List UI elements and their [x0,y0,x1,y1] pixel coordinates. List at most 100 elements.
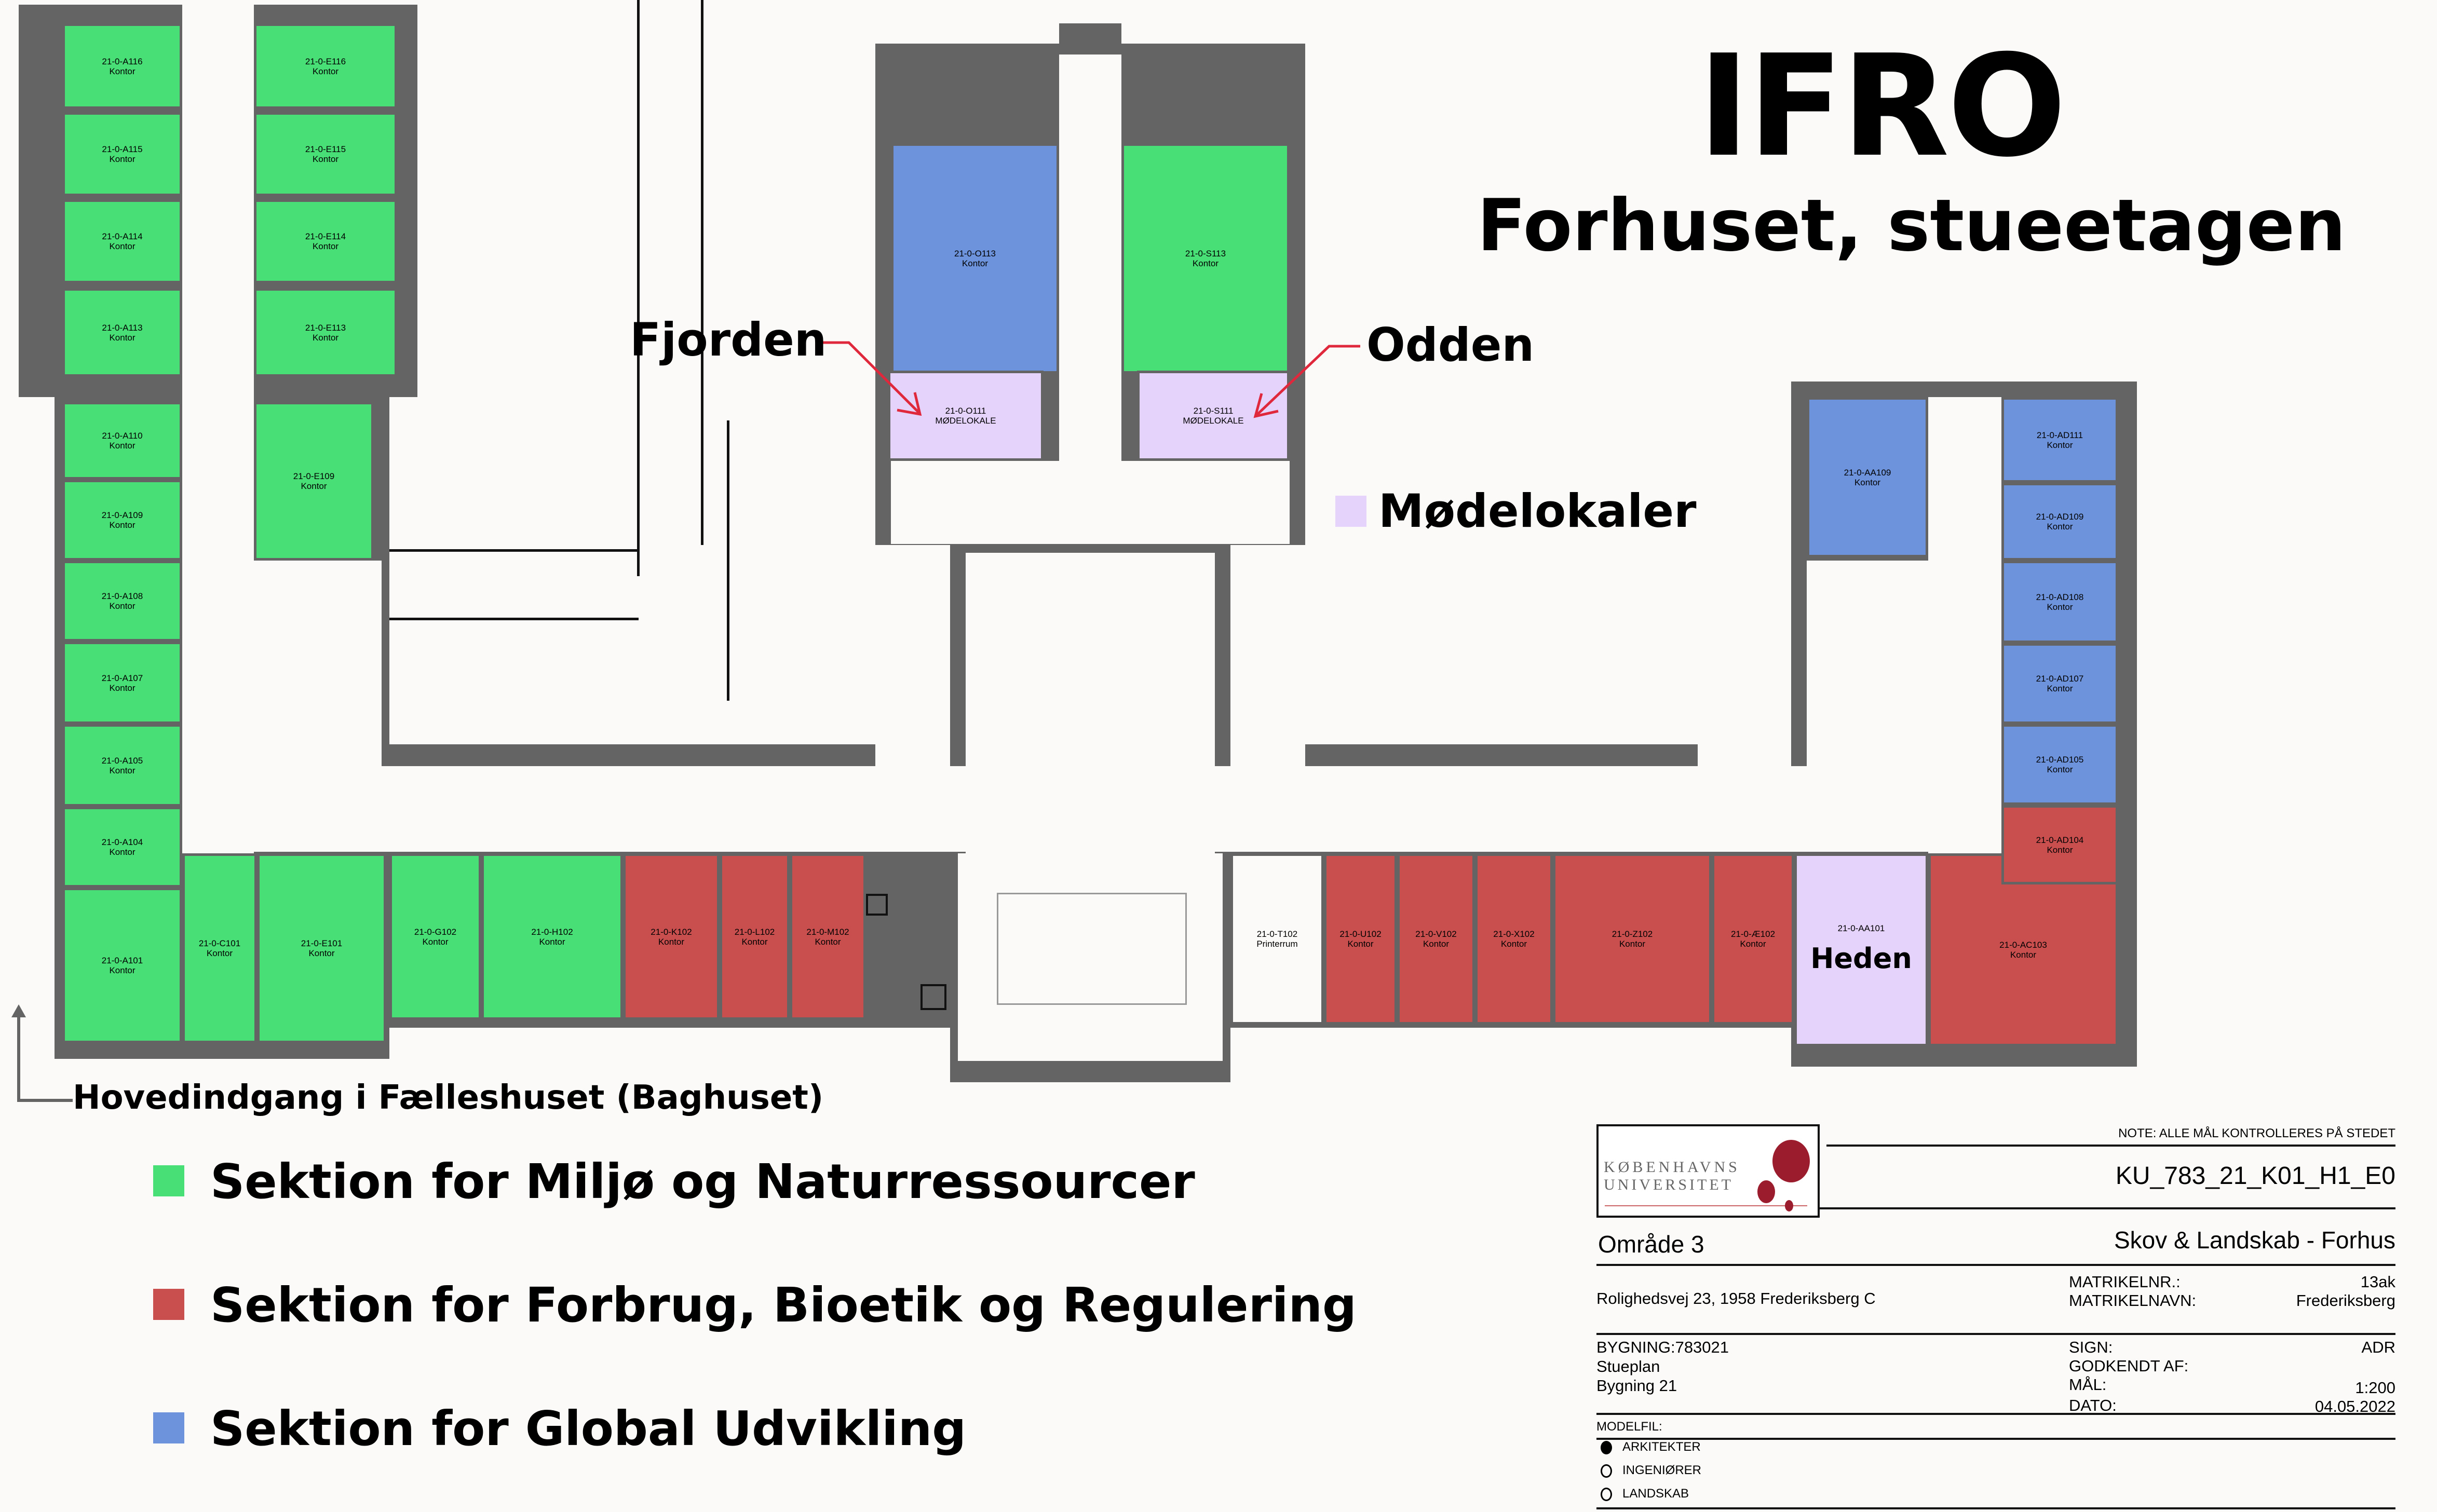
wall-corridor-top-left [389,744,875,766]
meeting-legend-label: Mødelokaler [1378,484,1697,538]
room-id: 21-0-V102 [1415,929,1457,939]
room-type: Kontor [1192,258,1219,268]
room-id: 21-0-AD104 [2036,835,2084,845]
room-type: Kontor [658,936,685,947]
logo-text: KØBENHAVNS [1604,1159,1740,1176]
matrikelnavn: Frederiksberg [2296,1291,2395,1310]
room-type: Kontor [109,965,136,975]
arrow-fjorden [823,341,920,414]
callout-fjorden: Fjorden [630,313,827,366]
stairwell-right [1807,561,1955,768]
room-id: 21-0-C101 [198,938,241,948]
entrance-hall [958,853,1223,1061]
elevator-icon [866,894,888,916]
logo-rule [1605,1205,1807,1206]
radio-ingeniorer[interactable] [1601,1464,1612,1478]
radio-landskab[interactable] [1601,1488,1612,1501]
room-id: 21-0-AD111 [2036,430,2083,440]
room-type: Kontor [312,154,339,164]
corridor-left-top [182,0,254,397]
divider [1596,1507,2395,1509]
divider [1596,1333,2395,1335]
page-subtitle: Forhuset, stueetagen [1477,184,2346,267]
callout-odden: Odden [1366,318,1535,372]
room-type: Kontor [109,66,136,76]
room-id: 21-0-M102 [806,927,849,937]
page-title: IFRO [1698,24,2066,188]
room-type: Kontor [1740,939,1766,949]
entrance-arrow [17,1012,73,1102]
room-type: Kontor [301,481,327,491]
room-id: 21-0-A108 [101,591,143,601]
room-id: 21-0-G102 [414,927,457,937]
room-type: Kontor [109,601,136,611]
room-id: 21-0-S111 [1193,406,1234,416]
room-id: 21-0-O111 [945,406,986,416]
room-id: 21-0-H102 [531,927,573,937]
room-type: Kontor [2047,522,2073,532]
room-type: MØDELOKALE [935,416,996,426]
room-type: Kontor [741,936,768,947]
callout-heden: Heden [1810,942,1912,975]
legend-label: Sektion for Miljø og Naturressourcer [210,1154,1195,1209]
room-id: 21-0-AC103 [1999,940,2047,950]
radio-arkitekter[interactable] [1601,1441,1612,1454]
matrikelnr-label: MATRIKELNR.: [2069,1273,2181,1291]
room-id: 21-0-E115 [305,144,346,154]
scale: 1:200 [2355,1379,2395,1397]
room-type: Kontor [1347,939,1374,949]
room-type: Kontor [109,520,136,530]
divider [1596,1438,2395,1440]
room-type: Kontor [2047,844,2073,855]
room-type: Printerrum [1256,939,1298,949]
room-id: 21-0-E116 [305,56,346,66]
sign: ADR [2361,1338,2395,1356]
entrance-hall-inner [997,893,1187,1005]
room-id: 21-0-Æ102 [1730,929,1776,939]
room-type: Kontor [312,66,339,76]
room-id: 21-0-A105 [101,755,143,766]
room-id: 21-0-T102 [1256,929,1298,939]
